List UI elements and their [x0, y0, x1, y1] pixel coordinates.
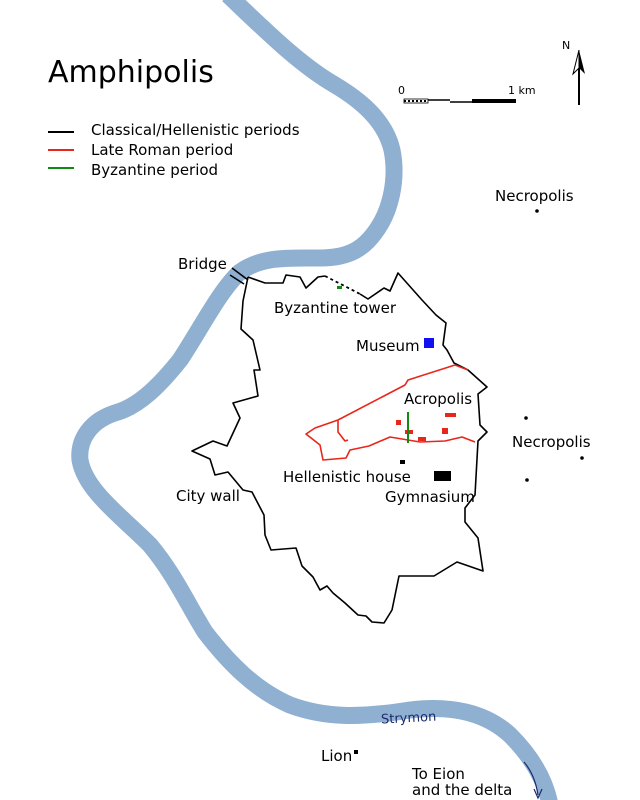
label-necropolis-east: Necropolis — [512, 433, 591, 451]
flow-arrowhead — [533, 788, 543, 800]
label-byzantine-tower: Byzantine tower — [274, 299, 397, 317]
label-acropolis: Acropolis — [404, 390, 472, 408]
late-roman-buildings — [396, 413, 456, 441]
north-label: N — [562, 39, 570, 52]
scale-start-label: 0 — [398, 84, 405, 97]
label-gymnasium: Gymnasium — [385, 488, 475, 506]
gymnasium-marker — [434, 471, 451, 481]
label-city-wall: City wall — [176, 487, 240, 505]
museum-marker — [424, 338, 434, 348]
scale-end-label: 1 km — [508, 84, 536, 97]
flow-arrow — [523, 761, 539, 796]
label-to-eion-line2: and the delta — [412, 781, 512, 799]
byzantine-tower-marker — [337, 286, 342, 289]
map-title: Amphipolis — [48, 55, 214, 90]
lion-marker — [354, 750, 358, 754]
late-roman-wall — [305, 364, 476, 461]
bridge-marker — [229, 267, 249, 285]
label-to-eion-line1: To Eion — [411, 765, 465, 783]
legend-label-byzantine: Byzantine period — [91, 161, 218, 179]
necropolis-north-dot — [535, 209, 539, 213]
legend-label-classical: Classical/Hellenistic periods — [91, 121, 300, 139]
label-lion: Lion — [321, 747, 352, 765]
north-arrow-icon: N — [562, 39, 585, 105]
legend-label-late-roman: Late Roman period — [91, 141, 233, 159]
necropolis-east-dot-2 — [580, 456, 584, 460]
legend: Classical/Hellenistic periods Late Roman… — [48, 121, 300, 179]
label-necropolis-north: Necropolis — [495, 187, 574, 205]
wall-dotted-gap — [324, 275, 361, 295]
label-river: Strymon — [381, 710, 437, 728]
label-bridge: Bridge — [178, 255, 227, 273]
scale-bar: 0 1 km — [398, 84, 536, 104]
hellenistic-house-marker — [400, 460, 405, 464]
necropolis-east-dot-1 — [524, 416, 528, 420]
necropolis-east-dot-3 — [525, 478, 529, 482]
city-wall-outline — [191, 272, 488, 624]
strymon-river — [71, 0, 558, 800]
label-museum: Museum — [356, 337, 420, 355]
label-hellenistic-house: Hellenistic house — [283, 468, 411, 486]
